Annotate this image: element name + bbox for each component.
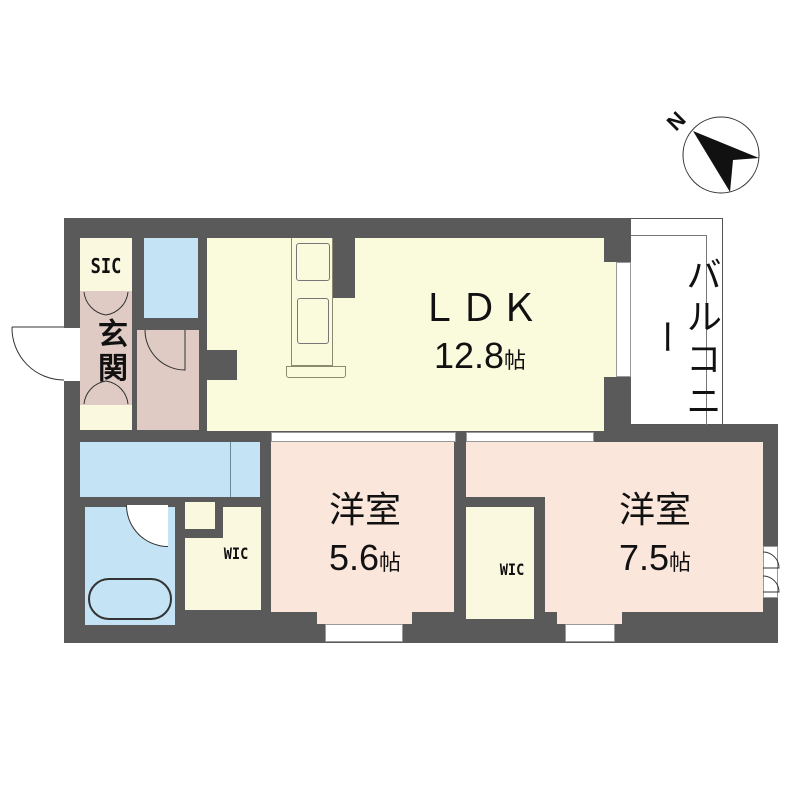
balcony-inner xyxy=(631,235,707,425)
western-room-1-size: 5.6帖 xyxy=(300,540,430,576)
kitchen-counter xyxy=(291,238,333,366)
ldk-room xyxy=(207,238,604,431)
western-room-2-door xyxy=(466,432,594,442)
western-room-2-window xyxy=(565,624,615,642)
western-room-1-size-value: 5.6 xyxy=(328,537,380,578)
western-room-1-ext xyxy=(317,612,412,624)
stove-icon xyxy=(296,243,330,281)
north-arrow-icon: N xyxy=(662,107,760,194)
hallway xyxy=(137,330,199,430)
wic-2-label: WIC xyxy=(499,560,525,579)
sic-label: SIC xyxy=(90,254,122,278)
wic-1-top xyxy=(223,507,261,539)
ldk-size-unit: 帖 xyxy=(504,348,527,373)
ldk-window xyxy=(616,262,631,377)
ldk-room-ext xyxy=(604,262,616,377)
western-room-2-side-window xyxy=(763,546,778,598)
bathtub-icon xyxy=(88,578,172,620)
washbasin-icon xyxy=(230,442,260,497)
western-room-2-size: 7.5帖 xyxy=(590,540,720,576)
entrance-label: 玄関 xyxy=(93,318,126,386)
western-room-1 xyxy=(271,442,454,612)
sink-icon xyxy=(297,298,329,344)
kitchen-partition xyxy=(333,238,355,298)
balcony: バルコニー xyxy=(631,218,723,425)
western-room-2-ext xyxy=(557,612,622,624)
entrance-door-opening xyxy=(64,328,80,381)
western-room-1-window xyxy=(325,624,403,642)
western-room-1-door xyxy=(271,432,456,442)
counter-ledge xyxy=(286,366,346,378)
ldk-pillar xyxy=(207,350,237,380)
linen-closet xyxy=(185,502,215,529)
ldk-label: ＬＤＫ xyxy=(420,288,541,330)
wic-1-label: WIC xyxy=(223,544,249,563)
entrance-room xyxy=(80,291,132,405)
western-room-2-main xyxy=(545,446,763,612)
western-room-2-label: 洋室 xyxy=(618,489,691,530)
western-room-1-size-unit: 帖 xyxy=(379,550,402,575)
western-room-2-size-value: 7.5 xyxy=(618,537,670,578)
western-room-2-size-unit: 帖 xyxy=(669,550,692,575)
western-room-1-label: 洋室 xyxy=(328,489,401,530)
ldk-size-value: 12.8 xyxy=(433,335,505,376)
ldk-size: 12.8帖 xyxy=(420,338,540,374)
wic-2 xyxy=(466,507,534,619)
toilet-room xyxy=(144,238,198,318)
sic-room xyxy=(80,238,132,291)
north-label: N xyxy=(662,107,691,136)
wic-1 xyxy=(185,538,261,610)
shoe-cabinet xyxy=(80,405,132,430)
balcony-label: バルコニー xyxy=(645,256,722,424)
